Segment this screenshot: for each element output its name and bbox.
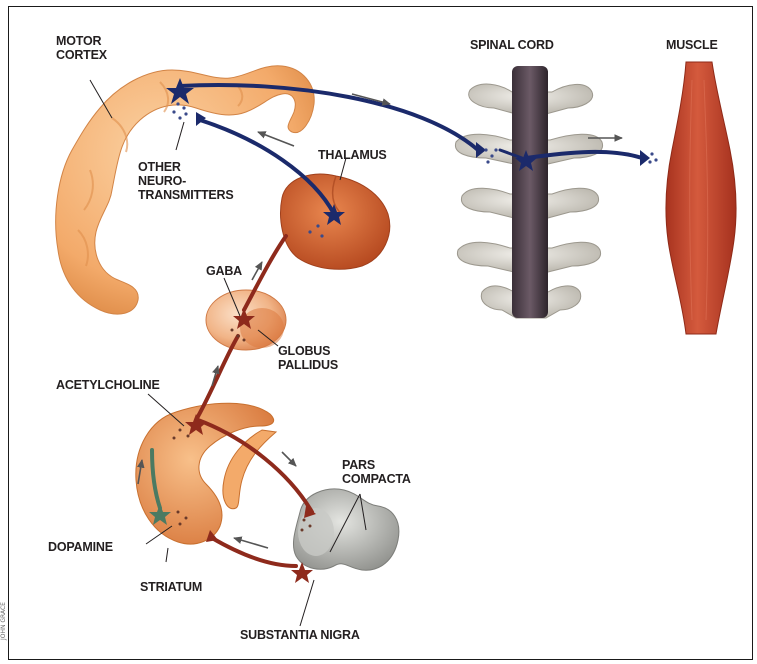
label-other-neurotransmitters: OTHER NEURO- TRANSMITTERS xyxy=(138,160,234,202)
spinal-cord-shape xyxy=(455,66,602,318)
label-dopamine: DOPAMINE xyxy=(48,540,113,554)
label-thalamus: THALAMUS xyxy=(318,148,387,162)
muscle-shape xyxy=(666,62,736,334)
thalamus-shape xyxy=(281,174,390,269)
illustration-credit: JOHN GRACE xyxy=(0,628,7,640)
cortex-terminal xyxy=(196,112,206,126)
label-striatum: STRIATUM xyxy=(140,580,202,594)
label-acetylcholine: ACETYLCHOLINE xyxy=(56,378,160,392)
label-substantia-nigra: SUBSTANTIA NIGRA xyxy=(240,628,360,642)
label-globus-pallidus: GLOBUS PALLIDUS xyxy=(278,344,338,372)
substantia-nigra-shape xyxy=(293,489,398,570)
muscle-terminal xyxy=(640,150,650,166)
label-gaba: GABA xyxy=(206,264,242,278)
label-pars-compacta: PARS COMPACTA xyxy=(342,458,411,486)
blue-vesicles xyxy=(172,102,657,237)
label-muscle: MUSCLE xyxy=(666,38,718,52)
label-spinal-cord: SPINAL CORD xyxy=(470,38,554,52)
label-motor-cortex: MOTOR CORTEX xyxy=(56,34,107,62)
